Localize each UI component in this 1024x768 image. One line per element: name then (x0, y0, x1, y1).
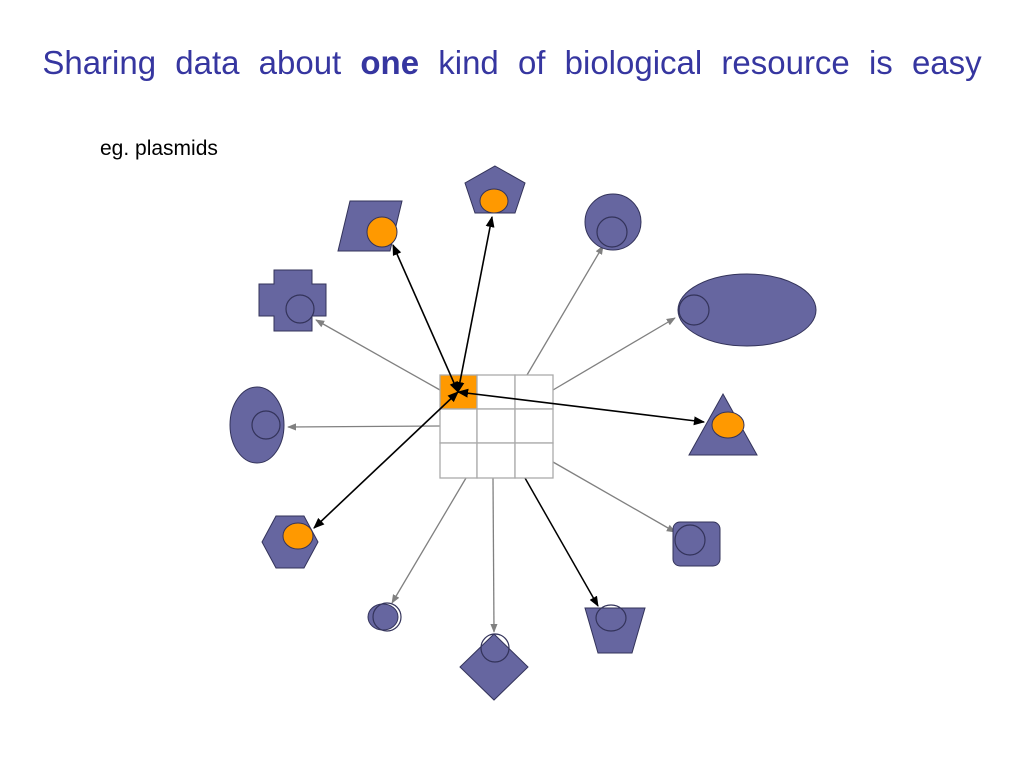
plasmid-outline (251, 410, 281, 440)
grid-cell (439, 442, 478, 479)
title-part-1: Sharing data about (42, 44, 342, 81)
oval-shape (229, 386, 285, 464)
ellipse-shape (677, 273, 817, 347)
plasmid-highlight (479, 188, 509, 214)
node-parallelogram (337, 200, 403, 252)
grid-cell (514, 442, 554, 479)
node-cross (258, 269, 327, 332)
link-to-diamond (490, 477, 498, 633)
node-hexagon (261, 515, 319, 569)
plasmid-outline (372, 602, 402, 632)
node-rounded-square (672, 521, 721, 567)
plasmid-outline (674, 524, 706, 556)
grid-cell (476, 374, 516, 410)
cross-shape (258, 269, 327, 332)
plasmid-outline (480, 633, 510, 663)
shared-links (313, 215, 706, 529)
shared-link-pentagon (455, 215, 495, 394)
node-diamond (459, 633, 529, 701)
plasmid-highlight (366, 216, 398, 248)
slide-subtitle: eg. plasmids (100, 137, 218, 160)
node-triangle (688, 392, 758, 456)
grid-cell (439, 408, 478, 444)
title-emphasis: one (360, 44, 420, 81)
grid-cell (476, 442, 516, 479)
grid-cell (514, 374, 554, 410)
grid-cell (514, 408, 554, 444)
link-to-trapezoid (524, 477, 599, 607)
link-to-oval (287, 423, 441, 431)
node-oval (229, 386, 285, 464)
link-to-circle (526, 245, 604, 376)
plasmid-outline (595, 604, 627, 632)
link-to-rounded-square (552, 461, 676, 533)
link-to-ellipse (552, 317, 676, 391)
link-to-small-circle (391, 477, 467, 604)
shared-link-parallelogram (392, 243, 459, 394)
plasmid-outline (678, 294, 710, 326)
plasmid-highlight (282, 522, 314, 550)
title-part-2: kind of biological resource is easy (438, 44, 982, 81)
node-small-circle (367, 602, 402, 632)
node-trapezoid (584, 604, 646, 654)
circle-shape (584, 193, 642, 251)
plasmid-highlight (711, 411, 745, 439)
link-to-cross (315, 319, 441, 391)
slide-title: Sharing data about one kind of biologica… (0, 44, 1024, 82)
plasmid-outline (596, 216, 628, 248)
node-pentagon (464, 165, 526, 214)
node-ellipse (677, 273, 817, 347)
node-circle (584, 193, 642, 251)
plasmid-outline (285, 294, 315, 324)
grid-cell (476, 408, 516, 444)
rounded-square-shape (672, 521, 721, 567)
diamond-shape (459, 633, 529, 701)
shared-link-hexagon (313, 391, 459, 529)
shared-link-triangle (456, 388, 706, 426)
